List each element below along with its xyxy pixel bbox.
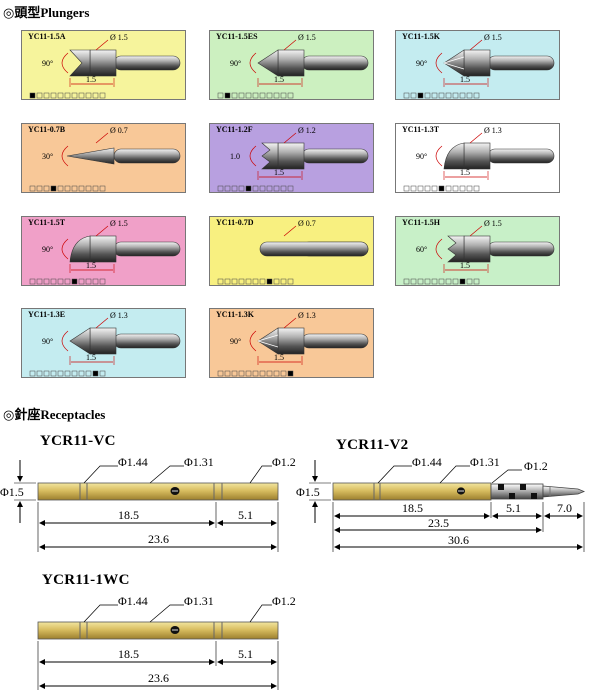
- plunger-drawing: [29, 317, 181, 377]
- plunger-diameter: Ø 0.7: [298, 219, 316, 228]
- plunger-code: YC11-0.7D: [216, 218, 254, 227]
- plunger-diameter: Ø 1.5: [484, 219, 502, 228]
- plunger-diameter: Ø 1.2: [298, 126, 316, 135]
- vc-total: 23.6: [148, 532, 169, 546]
- receptacle-vc: [14, 460, 279, 552]
- plunger-card: YC11-1.5A Ø 1.5 1.5 90°: [21, 30, 186, 100]
- plunger-code: YC11-1.3E: [28, 310, 66, 319]
- plunger-drawing: [29, 132, 181, 192]
- wc-d2: Φ1.31: [184, 594, 214, 608]
- plunger-diameter: Ø 1.3: [110, 311, 128, 320]
- plunger-angle: 90°: [42, 337, 54, 346]
- plunger-drawing: [403, 132, 555, 192]
- wc-l1: 18.5: [118, 647, 139, 661]
- plunger-drawing: [217, 39, 369, 99]
- plunger-length: 1.5: [460, 168, 470, 177]
- v2-mid: 23.5: [428, 516, 449, 530]
- receptacle-vc-name: YCR11-VC: [40, 433, 116, 449]
- vc-dia: Φ1.5: [0, 485, 24, 499]
- plunger-card: YC11-1.2F Ø 1.2 1.5 1.0: [209, 123, 374, 193]
- plunger-length: 1.5: [274, 75, 284, 84]
- plunger-code: YC11-1.5ES: [216, 32, 258, 41]
- plunger-angle: 90°: [230, 59, 242, 68]
- v2-l1: 18.5: [402, 501, 423, 515]
- plunger-length: 1.5: [460, 261, 470, 270]
- plunger-diameter: Ø 1.3: [298, 311, 316, 320]
- plunger-angle: 90°: [42, 245, 54, 254]
- plunger-drawing: [217, 225, 369, 285]
- plunger-angle: 90°: [230, 337, 242, 346]
- wc-d1: Φ1.44: [118, 594, 148, 608]
- plunger-drawing: [403, 225, 555, 285]
- plunger-drawing: [403, 39, 555, 99]
- plunger-length: 1.5: [460, 75, 470, 84]
- plunger-drawing: [29, 225, 181, 285]
- plunger-code: YC11-1.5A: [28, 32, 66, 41]
- wc-total: 23.6: [148, 671, 169, 685]
- plunger-angle: 60°: [416, 245, 428, 254]
- receptacle-1wc: [37, 604, 279, 690]
- plunger-code: YC11-1.3T: [402, 125, 440, 134]
- plunger-card: YC11-1.3T Ø 1.3 1.5 90°: [395, 123, 560, 193]
- plunger-card: YC11-1.5ES Ø 1.5 1.5 90°: [209, 30, 374, 100]
- plunger-diameter: Ø 1.5: [110, 219, 128, 228]
- v2-d3: Φ1.2: [524, 459, 548, 473]
- plunger-diameter: Ø 1.3: [484, 126, 502, 135]
- plunger-angle: 90°: [416, 152, 428, 161]
- plunger-diameter: Ø 1.5: [298, 33, 316, 42]
- plunger-angle: 90°: [42, 59, 54, 68]
- plunger-code: YC11-1.5T: [28, 218, 66, 227]
- plunger-card: YC11-1.3E Ø 1.3 1.5 90°: [21, 308, 186, 378]
- plunger-card: YC11-1.5H Ø 1.5 1.5 60°: [395, 216, 560, 286]
- plunger-length: 1.5: [86, 261, 96, 270]
- wc-l2: 5.1: [238, 647, 253, 661]
- plunger-code: YC11-1.5H: [402, 218, 440, 227]
- vc-d3: Φ1.2: [272, 455, 296, 469]
- v2-d1: Φ1.44: [412, 455, 442, 469]
- plunger-angle: 1.0: [230, 152, 240, 161]
- wc-d3: Φ1.2: [272, 594, 296, 608]
- plungers-title: ◎頭型Plungers: [3, 5, 90, 20]
- plunger-drawing: [29, 39, 181, 99]
- plunger-diameter: Ø 0.7: [110, 126, 128, 135]
- v2-l3: 7.0: [557, 501, 572, 515]
- receptacle-1wc-name: YCR11-1WC: [42, 572, 130, 588]
- plunger-length: 1.5: [86, 75, 96, 84]
- vc-l1: 18.5: [118, 508, 139, 522]
- v2-l2: 5.1: [506, 501, 521, 515]
- receptacles-title: ◎針座Receptacles: [3, 407, 106, 422]
- plunger-code: YC11-0.7B: [28, 125, 66, 134]
- v2-dia: Φ1.5: [296, 485, 320, 499]
- plunger-card: YC11-1.5T Ø 1.5 1.5 90°: [21, 216, 186, 286]
- plunger-length: 1.5: [86, 353, 96, 362]
- plunger-length: 1.5: [274, 353, 284, 362]
- plunger-card: YC11-0.7D Ø 0.7: [209, 216, 374, 286]
- v2-total: 30.6: [448, 533, 469, 547]
- plunger-code: YC11-1.2F: [216, 125, 253, 134]
- plunger-card: YC11-1.5K Ø 1.5 1.5 90°: [395, 30, 560, 100]
- plunger-drawing: [217, 317, 369, 377]
- plunger-code: YC11-1.3K: [216, 310, 254, 319]
- plunger-card: YC11-1.3K Ø 1.3 1.5 90°: [209, 308, 374, 378]
- plunger-diameter: Ø 1.5: [110, 33, 128, 42]
- v2-d2: Φ1.31: [470, 455, 500, 469]
- receptacle-v2-name: YCR11-V2: [336, 437, 409, 453]
- vc-d1: Φ1.44: [118, 455, 148, 469]
- plunger-code: YC11-1.5K: [402, 32, 440, 41]
- plunger-card: YC11-0.7B Ø 0.7 30°: [21, 123, 186, 193]
- plunger-drawing: [217, 132, 369, 192]
- plunger-length: 1.5: [274, 168, 284, 177]
- plunger-diameter: Ø 1.5: [484, 33, 502, 42]
- vc-d2: Φ1.31: [184, 455, 214, 469]
- vc-l2: 5.1: [238, 508, 253, 522]
- plunger-angle: 30°: [42, 152, 54, 161]
- plunger-angle: 90°: [416, 59, 428, 68]
- receptacle-v2: [309, 460, 586, 552]
